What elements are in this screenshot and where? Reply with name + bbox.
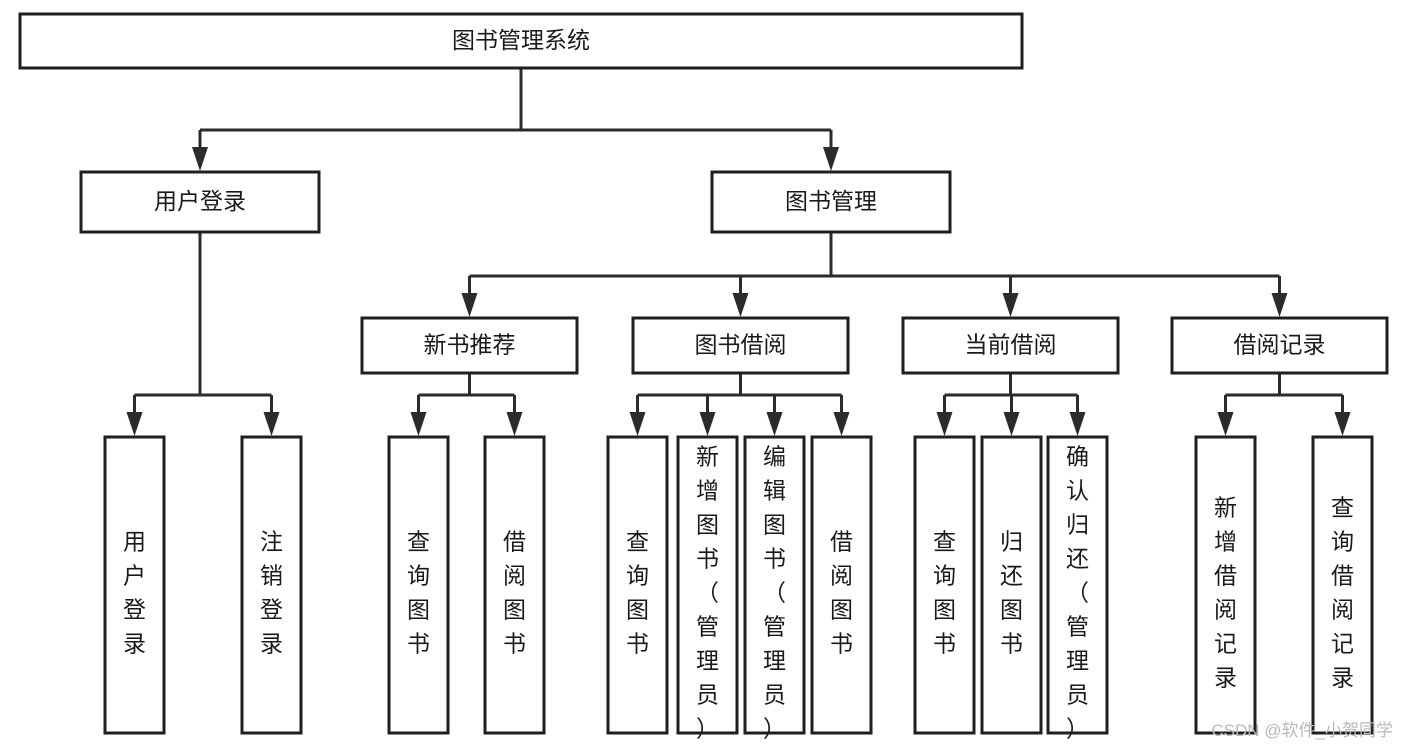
- edge-group-newbook: [410, 373, 523, 436]
- node-label: 编辑图书（管理员）: [763, 444, 786, 742]
- node-label: 查询图书: [933, 529, 956, 657]
- node-leaf-new-borrow[interactable]: 借阅图书: [483, 435, 546, 735]
- node-label: 图书借阅: [695, 332, 787, 358]
- edge-group-borrow: [629, 373, 850, 436]
- node-label: 新书推荐: [424, 332, 516, 358]
- node-root[interactable]: 图书管理系统: [18, 12, 1024, 70]
- node-leaf-b-edit[interactable]: 编辑图书（管理员）: [743, 435, 806, 742]
- edges-layer: [126, 68, 1351, 436]
- node-borrow[interactable]: 图书借阅: [631, 316, 850, 375]
- node-leaf-b-borrow[interactable]: 借阅图书: [810, 435, 873, 735]
- node-label: 归还图书: [1000, 529, 1023, 657]
- node-label: 查询图书: [626, 529, 649, 657]
- node-label: 用户登录: [123, 529, 146, 657]
- node-leaf-r-add[interactable]: 新增借阅记录: [1194, 435, 1257, 735]
- edge-group-current: [936, 373, 1086, 436]
- node-leaf-c-confirm[interactable]: 确认归还（管理员）: [1046, 435, 1109, 742]
- node-label: 注销登录: [260, 529, 283, 657]
- node-label: 新增图书（管理员）: [696, 444, 719, 742]
- node-leaf-r-query[interactable]: 查询借阅记录: [1311, 435, 1374, 735]
- node-leaf-user-logout[interactable]: 注销登录: [240, 435, 303, 735]
- node-label: 用户登录: [154, 188, 246, 214]
- edge-group-root: [192, 68, 839, 171]
- node-label: 借阅图书: [830, 529, 853, 657]
- node-current[interactable]: 当前借阅: [901, 316, 1120, 375]
- node-label: 当前借阅: [965, 332, 1057, 358]
- node-label: 图书管理系统: [452, 27, 590, 53]
- node-newbook[interactable]: 新书推荐: [360, 316, 579, 375]
- node-leaf-new-query[interactable]: 查询图书: [387, 435, 450, 735]
- node-label: 确认归还（管理员）: [1066, 444, 1089, 742]
- node-leaf-b-add[interactable]: 新增图书（管理员）: [676, 435, 739, 742]
- node-leaf-user-login[interactable]: 用户登录: [103, 435, 166, 735]
- node-leaf-b-query[interactable]: 查询图书: [606, 435, 669, 735]
- node-label: 查询借阅记录: [1331, 495, 1354, 691]
- edge-group-login: [126, 232, 280, 436]
- edge-group-bookmgmt: [461, 232, 1288, 317]
- node-label: 图书管理: [785, 188, 877, 214]
- node-bookmgmt[interactable]: 图书管理: [710, 170, 952, 234]
- edge-group-records: [1217, 373, 1351, 436]
- node-records[interactable]: 借阅记录: [1170, 316, 1389, 375]
- node-label: 借阅图书: [503, 529, 526, 657]
- node-label: 借阅记录: [1234, 332, 1326, 358]
- nodes-layer: 图书管理系统用户登录图书管理新书推荐图书借阅当前借阅借阅记录用户登录注销登录查询…: [18, 12, 1389, 742]
- node-login[interactable]: 用户登录: [79, 170, 321, 234]
- node-leaf-c-return[interactable]: 归还图书: [980, 435, 1043, 735]
- watermark-text: CSDN @软件_小贺同学: [1211, 721, 1393, 740]
- node-label: 新增借阅记录: [1214, 495, 1237, 691]
- node-leaf-c-query[interactable]: 查询图书: [913, 435, 976, 735]
- node-label: 查询图书: [407, 529, 430, 657]
